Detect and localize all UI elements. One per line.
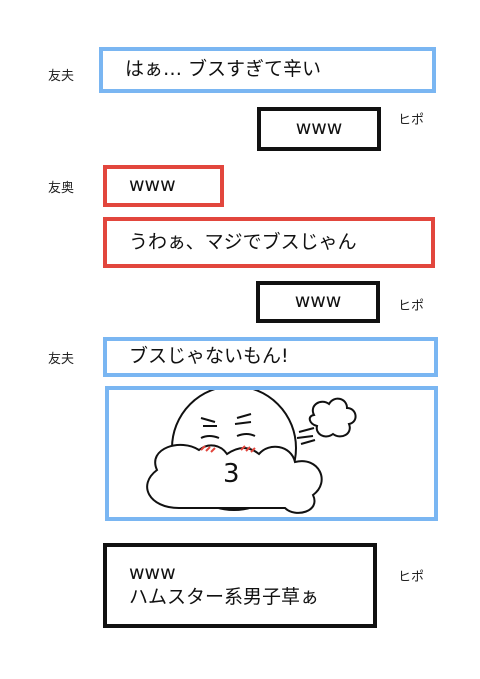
message-bubble: ブスじゃないもん! xyxy=(103,337,438,377)
message-bubble: www xyxy=(257,107,381,151)
message-text-line1: www xyxy=(129,561,176,584)
speaker-label: 友奥 xyxy=(48,181,75,196)
message-text: www xyxy=(295,117,343,140)
message-text: www xyxy=(294,290,342,313)
message-bubble: はぁ… ブスすぎて辛い xyxy=(99,47,436,93)
message-bubble: www xyxy=(256,281,380,323)
speaker-label: 友夫 xyxy=(48,352,75,367)
speaker-label: ヒポ xyxy=(398,570,425,585)
message-bubble: www xyxy=(103,165,224,207)
message-text: www xyxy=(129,174,176,197)
message-text: うわぁ、マジでブスじゃん xyxy=(129,230,357,253)
speaker-label: 友夫 xyxy=(48,69,75,84)
message-text-line2: ハムスター系男子草ぁ xyxy=(129,585,320,608)
mouth-glyph: 3 xyxy=(223,459,240,489)
sticker-bubble: 3 xyxy=(105,386,438,521)
message-text: はぁ… ブスすぎて辛い xyxy=(125,58,322,81)
pouting-face-icon: 3 xyxy=(146,390,357,514)
message-bubble: www ハムスター系男子草ぁ xyxy=(103,543,377,628)
speaker-label: ヒポ xyxy=(398,299,425,314)
speaker-label: ヒポ xyxy=(398,113,425,128)
message-bubble: うわぁ、マジでブスじゃん xyxy=(103,217,435,268)
message-text: ブスじゃないもん! xyxy=(129,345,289,368)
